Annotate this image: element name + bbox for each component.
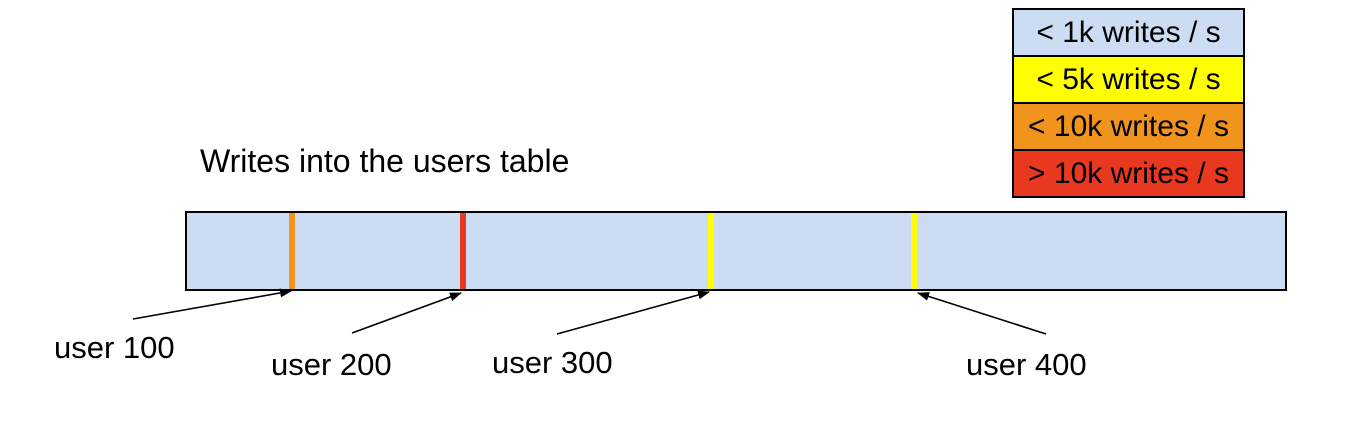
- write-stripe-user-300: [708, 213, 714, 289]
- label-user-300: user 300: [492, 345, 613, 380]
- legend-item-label: < 1k writes / s: [1036, 15, 1221, 49]
- write-stripe-user-200: [460, 213, 466, 289]
- label-user-400: user 400: [966, 347, 1087, 382]
- users-table-bar: [185, 211, 1287, 291]
- legend-item-label: < 5k writes / s: [1036, 62, 1221, 96]
- arrow-user-400: [917, 292, 1047, 335]
- write-stripe-user-400: [911, 213, 917, 289]
- legend-item-2: < 5k writes / s: [1014, 55, 1243, 102]
- legend-item-label: > 10k writes / s: [1028, 156, 1229, 190]
- arrow-user-200: [351, 292, 462, 334]
- diagram-title: Writes into the users table: [200, 143, 570, 179]
- write-stripe-user-100: [289, 213, 295, 289]
- label-user-200: user 200: [271, 347, 392, 382]
- legend-item-label: < 10k writes / s: [1028, 109, 1229, 143]
- legend-item-3: < 10k writes / s: [1014, 102, 1243, 149]
- legend-item-4: > 10k writes / s: [1014, 149, 1243, 196]
- write-rate-legend: < 1k writes / s < 5k writes / s < 10k writ…: [1012, 8, 1245, 198]
- arrow-user-300: [556, 290, 710, 335]
- label-user-100: user 100: [54, 330, 175, 365]
- legend-item-1: < 1k writes / s: [1014, 10, 1243, 55]
- arrow-user-100: [132, 288, 292, 320]
